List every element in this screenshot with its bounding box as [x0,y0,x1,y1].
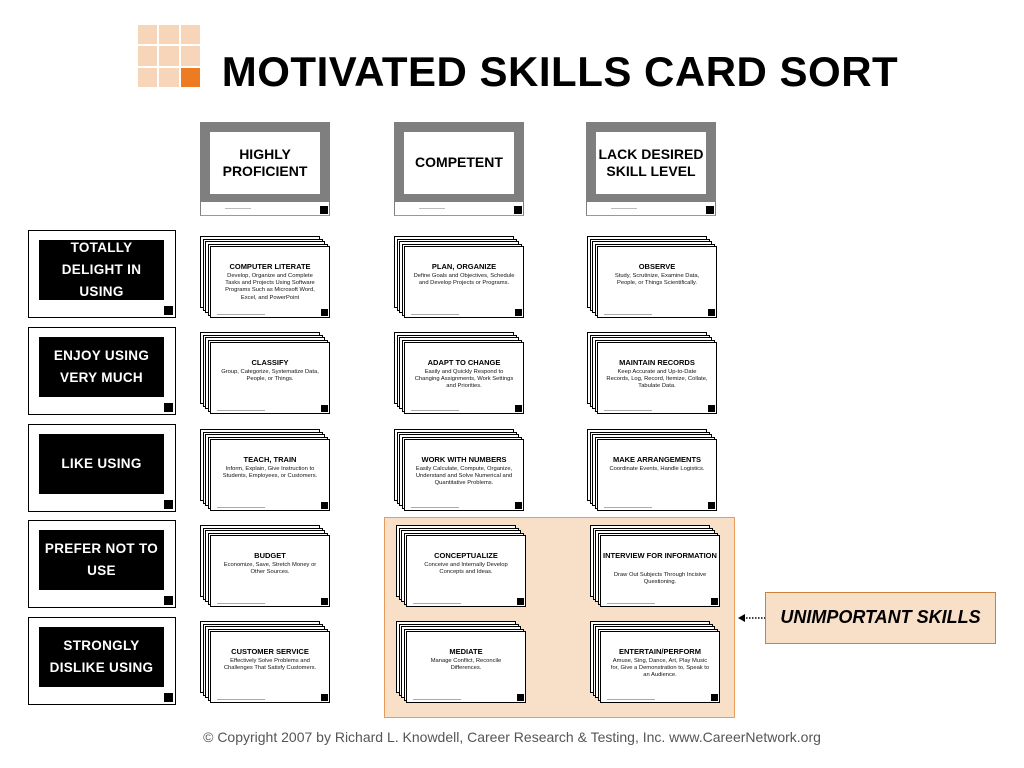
row-label-totally-delight: TOTALLY DELIGHT IN USING [28,230,176,318]
skill-card-description: Conceive and Internally Develop Concepts… [424,562,508,576]
skill-card-title: TEACH, TRAIN [243,455,297,464]
skill-card[interactable]: ENTERTAIN/PERFORM Amuse, Sing, Dance, Ar… [600,631,720,703]
skill-card-stack[interactable]: MAINTAIN RECORDS Keep Accurate and Up-to… [587,332,717,414]
row-label-text: TOTALLY DELIGHT IN USING [39,240,164,300]
skill-card-description: Draw Out Subjects Through Incisive Quest… [613,572,707,586]
skill-card-description: Manage Conflict, Reconcile Differences. [430,658,502,672]
row-label-strongly-dislike: STRONGLY DISLIKE USING [28,617,176,705]
skill-card-title: OBSERVE [638,262,676,271]
column-header-lack-desired-skill-level: LACK DESIRED SKILL LEVEL [586,122,716,216]
skill-card-description: Effectively Solve Problems and Challenge… [223,658,317,672]
column-header-label: HIGHLY PROFICIENT [210,132,320,194]
column-header-competent: COMPETENT [394,122,524,216]
copyright-footer: © Copyright 2007 by Richard L. Knowdell,… [203,729,821,745]
row-label-prefer-not: PREFER NOT TO USE [28,520,176,608]
skill-card-description: Amuse, Sing, Dance, Art, Play Music for,… [610,658,710,679]
skill-card-title: CUSTOMER SERVICE [231,647,309,656]
unimportant-skills-label: UNIMPORTANT SKILLS [765,592,996,644]
row-label-like-using: LIKE USING [28,424,176,512]
skill-card-description: Develop, Organize and Complete Tasks and… [225,273,315,301]
skill-card-stack[interactable]: MAKE ARRANGEMENTS Coordinate Events, Han… [587,429,717,511]
skill-card-title: PLAN, ORGANIZE [431,262,497,271]
skill-card[interactable]: BUDGET Economize, Save, Stretch Money or… [210,535,330,607]
logo-grid-icon [138,25,200,87]
skill-card-stack[interactable]: BUDGET Economize, Save, Stretch Money or… [200,525,330,607]
page-title: MOTIVATED SKILLS CARD SORT [221,48,899,95]
skill-card-title: MAKE ARRANGEMENTS [612,455,702,464]
skill-card-title: BUDGET [254,551,286,560]
row-label-text: STRONGLY DISLIKE USING [39,627,164,687]
skill-card-stack[interactable]: CLASSIFY Group, Categorize, Systematize … [200,332,330,414]
arrow-left-icon [738,614,766,622]
skill-card[interactable]: COMPUTER LITERATE Develop, Organize and … [210,246,330,318]
skill-card-title: INTERVIEW FOR INFORMATION [603,551,717,560]
skill-card-stack[interactable]: WORK WITH NUMBERS Easily Calculate, Comp… [394,429,524,511]
skill-card-description: Economize, Save, Stretch Money or Other … [223,562,317,576]
skill-card-title: MEDIATE [449,647,483,656]
skill-card-description: Keep Accurate and Up-to-Date Records, Lo… [606,369,708,390]
row-label-text: ENJOY USING VERY MUCH [39,337,164,397]
skill-card[interactable]: MAKE ARRANGEMENTS Coordinate Events, Han… [597,439,717,511]
skill-card-stack[interactable]: OBSERVE Study, Scrutinize, Examine Data,… [587,236,717,318]
column-header-highly-proficient: HIGHLY PROFICIENT [200,122,330,216]
skill-card-stack[interactable]: ENTERTAIN/PERFORM Amuse, Sing, Dance, Ar… [590,621,720,703]
column-header-label: LACK DESIRED SKILL LEVEL [596,132,706,194]
skill-card-description: Easily and Quickly Respond to Changing A… [414,369,514,390]
skill-card-description: Easily Calculate, Compute, Organize, Und… [415,466,513,487]
row-label-enjoy-using: ENJOY USING VERY MUCH [28,327,176,415]
skill-card[interactable]: OBSERVE Study, Scrutinize, Examine Data,… [597,246,717,318]
skill-card-title: ADAPT TO CHANGE [427,358,501,367]
skill-card-stack[interactable]: INTERVIEW FOR INFORMATION Draw Out Subje… [590,525,720,607]
skill-card-stack[interactable]: MEDIATE Manage Conflict, Reconcile Diffe… [396,621,526,703]
skill-card[interactable]: CUSTOMER SERVICE Effectively Solve Probl… [210,631,330,703]
skill-card-stack[interactable]: CUSTOMER SERVICE Effectively Solve Probl… [200,621,330,703]
skill-card[interactable]: ADAPT TO CHANGE Easily and Quickly Respo… [404,342,524,414]
skill-card-description: Coordinate Events, Handle Logistics. [609,466,705,472]
skill-card[interactable]: TEACH, TRAIN Inform, Explain, Give Instr… [210,439,330,511]
skill-card-description: Group, Categorize, Systematize Data, Peo… [221,369,319,383]
skill-card-stack[interactable]: PLAN, ORGANIZE Define Goals and Objectiv… [394,236,524,318]
skill-card[interactable]: PLAN, ORGANIZE Define Goals and Objectiv… [404,246,524,318]
skill-card-title: COMPUTER LITERATE [229,262,311,271]
row-label-text: LIKE USING [39,434,164,494]
skill-card[interactable]: MAINTAIN RECORDS Keep Accurate and Up-to… [597,342,717,414]
skill-card[interactable]: WORK WITH NUMBERS Easily Calculate, Comp… [404,439,524,511]
skill-card-description: Inform, Explain, Give Instruction to Stu… [222,466,318,480]
skill-card[interactable]: CONCEPTUALIZE Conceive and Internally De… [406,535,526,607]
skill-card-stack[interactable]: TEACH, TRAIN Inform, Explain, Give Instr… [200,429,330,511]
skill-card-title: WORK WITH NUMBERS [421,455,507,464]
skill-card[interactable]: MEDIATE Manage Conflict, Reconcile Diffe… [406,631,526,703]
skill-card[interactable]: INTERVIEW FOR INFORMATION Draw Out Subje… [600,535,720,607]
skill-card[interactable]: CLASSIFY Group, Categorize, Systematize … [210,342,330,414]
skill-card-description: Define Goals and Objectives, Schedule an… [413,273,515,287]
skill-card-title: CONCEPTUALIZE [434,551,498,560]
skill-card-title: MAINTAIN RECORDS [619,358,695,367]
skill-card-stack[interactable]: CONCEPTUALIZE Conceive and Internally De… [396,525,526,607]
skill-card-stack[interactable]: COMPUTER LITERATE Develop, Organize and … [200,236,330,318]
skill-card-title: ENTERTAIN/PERFORM [619,647,701,656]
skill-card-title: CLASSIFY [251,358,289,367]
skill-card-description: Study, Scrutinize, Examine Data, People,… [614,273,700,287]
skill-card-stack[interactable]: ADAPT TO CHANGE Easily and Quickly Respo… [394,332,524,414]
column-header-label: COMPETENT [404,132,514,194]
row-label-text: PREFER NOT TO USE [39,530,164,590]
